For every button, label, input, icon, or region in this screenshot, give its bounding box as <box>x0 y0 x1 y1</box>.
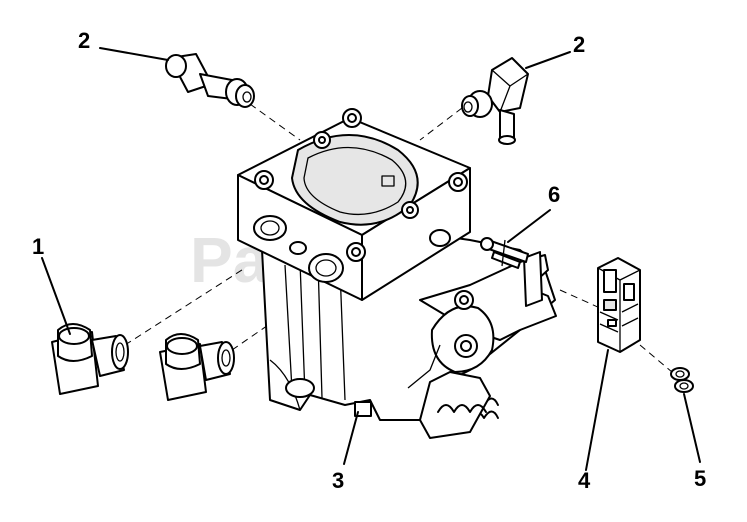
orings-5 <box>670 367 694 393</box>
callout-5: 5 <box>694 466 706 491</box>
callout-2-left: 2 <box>78 28 90 53</box>
alignment-lines <box>124 103 673 373</box>
connector-4 <box>597 257 641 353</box>
leader-lines <box>41 47 701 471</box>
callout-6: 6 <box>548 182 560 207</box>
fitting-right-2 <box>461 57 529 145</box>
pump-body <box>237 108 556 421</box>
callout-2-right: 2 <box>573 32 585 57</box>
pins-6 <box>480 237 529 269</box>
callout-1: 1 <box>32 234 44 259</box>
fitting-left-2 <box>165 53 255 108</box>
head-bolts <box>254 108 468 262</box>
unloader-assembly <box>407 251 557 439</box>
callout-numbers: 2 2 1 6 3 4 5 <box>32 28 706 493</box>
callout-3: 3 <box>332 468 344 493</box>
fitting-elbow-second <box>159 333 235 401</box>
callout-4: 4 <box>578 468 591 493</box>
fitting-elbow-1 <box>51 323 129 395</box>
